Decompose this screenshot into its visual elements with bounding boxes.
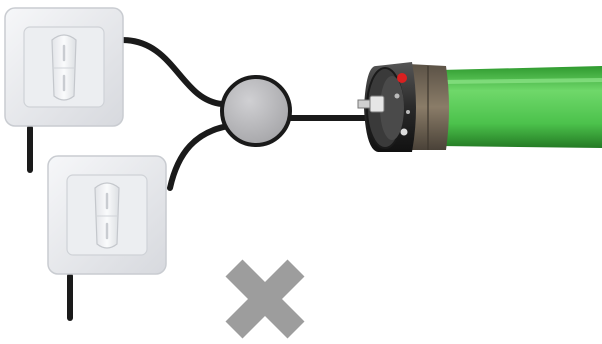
cross-mark-icon — [225, 259, 305, 339]
rocker-switch-icon — [94, 182, 120, 249]
circle-junction-icon — [220, 75, 292, 147]
motor-indicator-red — [397, 73, 407, 83]
wall-switch-top — [4, 7, 124, 127]
wires — [27, 37, 375, 321]
rocker-switch-icon — [51, 34, 77, 101]
wire-top-switch-to-junction — [119, 37, 225, 107]
wire-bottom-switch-to-junction — [167, 123, 231, 191]
motor-tube — [440, 66, 602, 148]
tubular-motor-icon — [357, 62, 602, 152]
wall-switch-bottom — [47, 155, 167, 275]
motor-connector — [369, 95, 385, 113]
